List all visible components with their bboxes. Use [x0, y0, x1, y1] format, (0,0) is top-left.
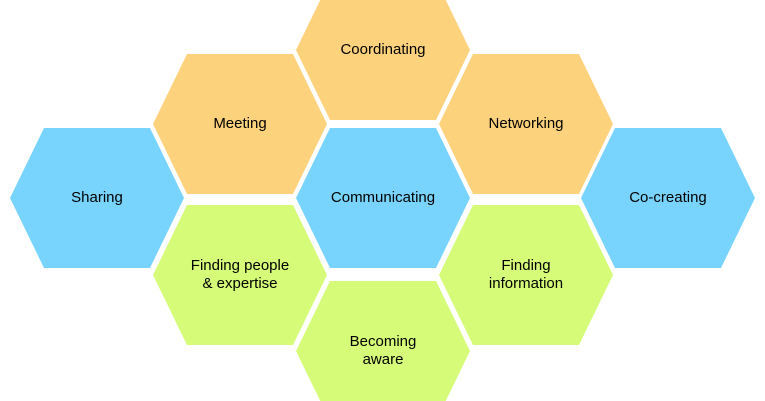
hexagon-label: Meeting — [213, 115, 266, 132]
hexagon-meeting: Meeting — [153, 54, 327, 194]
hexagon-label: Sharing — [71, 189, 123, 206]
hexagon-shape — [153, 205, 327, 345]
hexagon-label: Finding — [501, 257, 550, 274]
hexagon-label: Finding people — [191, 257, 289, 274]
hexagon-shape — [581, 128, 755, 268]
hexagon-co-creating: Co-creating — [581, 128, 755, 268]
hexagon-shape — [153, 54, 327, 194]
hexagon-communicating: Communicating — [296, 128, 470, 268]
hexagon-label: information — [489, 275, 563, 292]
hexagon-label: Becoming — [350, 333, 417, 350]
hexagon-label: Networking — [488, 115, 563, 132]
hexagon-shape — [10, 128, 184, 268]
hexagon-sharing: Sharing — [10, 128, 184, 268]
hexagon-label: Coordinating — [340, 41, 425, 58]
hexagon-label: aware — [363, 351, 404, 368]
hexagon-networking: Networking — [439, 54, 613, 194]
hexagon-label: & expertise — [202, 275, 277, 292]
hexagon-coordinating: Coordinating — [296, 0, 470, 120]
hexagon-shape — [439, 205, 613, 345]
hexagon-label: Co-creating — [629, 189, 707, 206]
hexagon-finding-people-expertise: Finding people& expertise — [153, 205, 327, 345]
hexagon-shape — [296, 281, 470, 401]
hexagon-label: Communicating — [331, 189, 435, 206]
hexagon-shape — [439, 54, 613, 194]
hexagon-shape — [296, 0, 470, 120]
hexagon-shape — [296, 128, 470, 268]
